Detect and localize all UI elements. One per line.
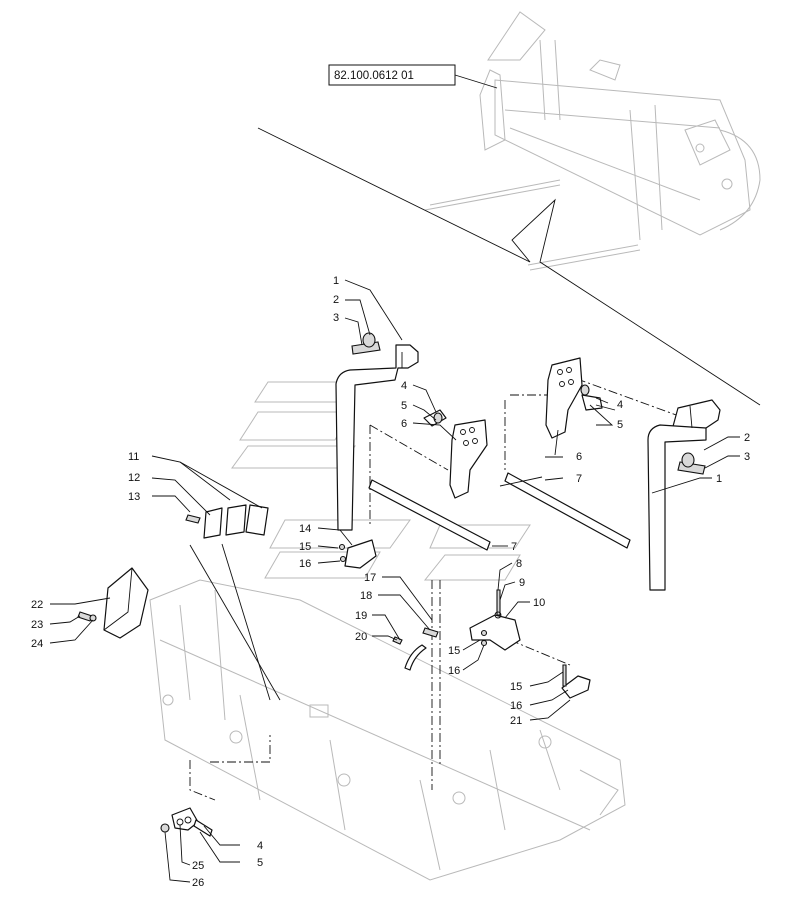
- bolt-15b: [480, 629, 488, 637]
- callout-1: 1: [333, 275, 339, 287]
- callout-11: 11: [128, 451, 139, 463]
- callout-1: 1: [716, 473, 722, 485]
- callout-3: 3: [333, 312, 339, 324]
- callout-19: 19: [355, 610, 367, 622]
- callout-5: 5: [401, 400, 407, 412]
- plate-19: [404, 644, 427, 671]
- callout-16: 16: [510, 700, 522, 712]
- callout-17: 17: [364, 572, 376, 584]
- reference-number: 82.100.0612 01: [334, 70, 414, 82]
- pin-5-left: [433, 412, 443, 424]
- callout-7: 7: [511, 541, 517, 553]
- callout-24: 24: [31, 638, 43, 650]
- nut-left: [362, 332, 376, 348]
- bar-right: [504, 472, 631, 549]
- bolt-23: [77, 611, 93, 622]
- bolt-15c: [562, 664, 567, 687]
- bar-left: [368, 479, 491, 551]
- clip-4-bottom: [193, 819, 213, 837]
- callout-22: 22: [31, 599, 43, 611]
- ghost-tines: [231, 381, 531, 581]
- clamp-21: [561, 675, 591, 699]
- callout-5: 5: [617, 419, 623, 431]
- washer-24: [89, 614, 97, 622]
- callout-4: 4: [617, 399, 623, 411]
- fork-tine-right: [647, 399, 721, 591]
- washer-16b: [480, 639, 488, 647]
- washer-9: [494, 611, 502, 619]
- leader-lines: [49, 279, 740, 883]
- callout-9: 9: [519, 577, 525, 589]
- callout-26: 26: [192, 877, 204, 889]
- callout-labels: 1 2 3 4 5 6 4 5 6 7 2 3 1 11 12 13 14 15…: [31, 275, 750, 889]
- pin-18: [422, 627, 439, 638]
- callout-4: 4: [401, 380, 407, 392]
- callout-15: 15: [448, 645, 460, 657]
- fork-tine-left: [335, 344, 419, 531]
- reference-box: [328, 64, 498, 89]
- ghost-bucket: [149, 579, 626, 881]
- callout-6: 6: [576, 451, 582, 463]
- callout-13: 13: [128, 491, 140, 503]
- callout-10: 10: [533, 597, 545, 609]
- callout-15: 15: [510, 681, 522, 693]
- callout-4: 4: [257, 840, 263, 852]
- callout-16: 16: [448, 665, 460, 677]
- callout-25: 25: [192, 860, 204, 872]
- clip-4-right: [581, 394, 603, 411]
- lock-block: [344, 539, 377, 569]
- pin-5-right: [580, 384, 590, 396]
- pads: [203, 504, 269, 539]
- bolt-8: [496, 589, 501, 616]
- callout-2: 2: [333, 294, 339, 306]
- nut-right: [681, 452, 695, 468]
- callout-6: 6: [401, 418, 407, 430]
- weight-22: [103, 567, 149, 639]
- callout-16: 16: [299, 558, 311, 570]
- callout-2: 2: [744, 432, 750, 444]
- bolt-20: [392, 636, 403, 645]
- latch-10: [469, 614, 521, 651]
- bolt-13: [185, 514, 201, 524]
- callout-18: 18: [360, 590, 372, 602]
- bracket-right: [545, 357, 583, 439]
- callout-23: 23: [31, 619, 43, 631]
- callout-20: 20: [355, 631, 367, 643]
- callout-7: 7: [576, 473, 582, 485]
- callout-3: 3: [744, 451, 750, 463]
- pin-26: [160, 823, 170, 833]
- callout-15: 15: [299, 541, 311, 553]
- break-line: [257, 127, 761, 406]
- callout-21: 21: [510, 715, 522, 727]
- bracket-left: [449, 419, 488, 499]
- assembly-lines: [189, 358, 691, 801]
- bolt-15a: [338, 543, 346, 551]
- ghost-fork-frame: [424, 11, 761, 271]
- callout-5: 5: [257, 857, 263, 869]
- washer-16a: [339, 555, 347, 563]
- callout-12: 12: [128, 472, 140, 484]
- callout-14: 14: [299, 523, 311, 535]
- callout-8: 8: [516, 558, 522, 570]
